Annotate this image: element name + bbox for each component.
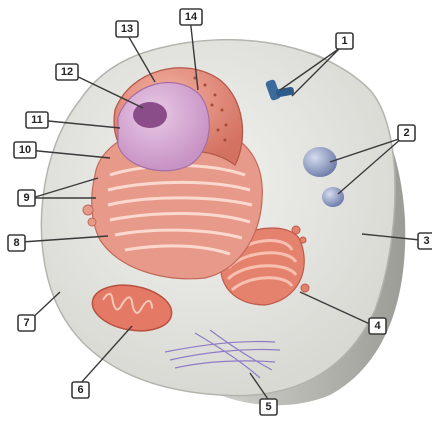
svg-text:11: 11	[31, 114, 43, 126]
svg-text:10: 10	[19, 144, 31, 156]
label-8: 8	[8, 235, 25, 251]
label-5: 5	[260, 399, 277, 415]
svg-text:2: 2	[403, 127, 409, 139]
svg-text:14: 14	[185, 11, 198, 23]
label-4: 4	[369, 318, 386, 334]
svg-text:4: 4	[374, 320, 381, 332]
svg-text:9: 9	[23, 192, 29, 204]
svg-text:5: 5	[265, 401, 271, 413]
label-6: 6	[72, 382, 89, 398]
svg-text:13: 13	[121, 23, 133, 35]
svg-text:7: 7	[23, 317, 29, 329]
label-11: 11	[26, 112, 48, 128]
label-7: 7	[18, 315, 35, 331]
svg-text:8: 8	[13, 237, 19, 249]
label-3: 3	[418, 233, 432, 249]
label-14: 14	[180, 9, 202, 25]
svg-text:1: 1	[341, 35, 347, 47]
label-9: 9	[18, 190, 35, 206]
label-2: 2	[398, 125, 415, 141]
label-13: 13	[116, 21, 138, 37]
svg-text:6: 6	[77, 384, 83, 396]
svg-text:12: 12	[61, 66, 73, 78]
svg-text:3: 3	[423, 235, 429, 247]
label-1: 1	[336, 33, 353, 49]
label-10: 10	[14, 142, 36, 158]
label-12: 12	[56, 64, 78, 80]
